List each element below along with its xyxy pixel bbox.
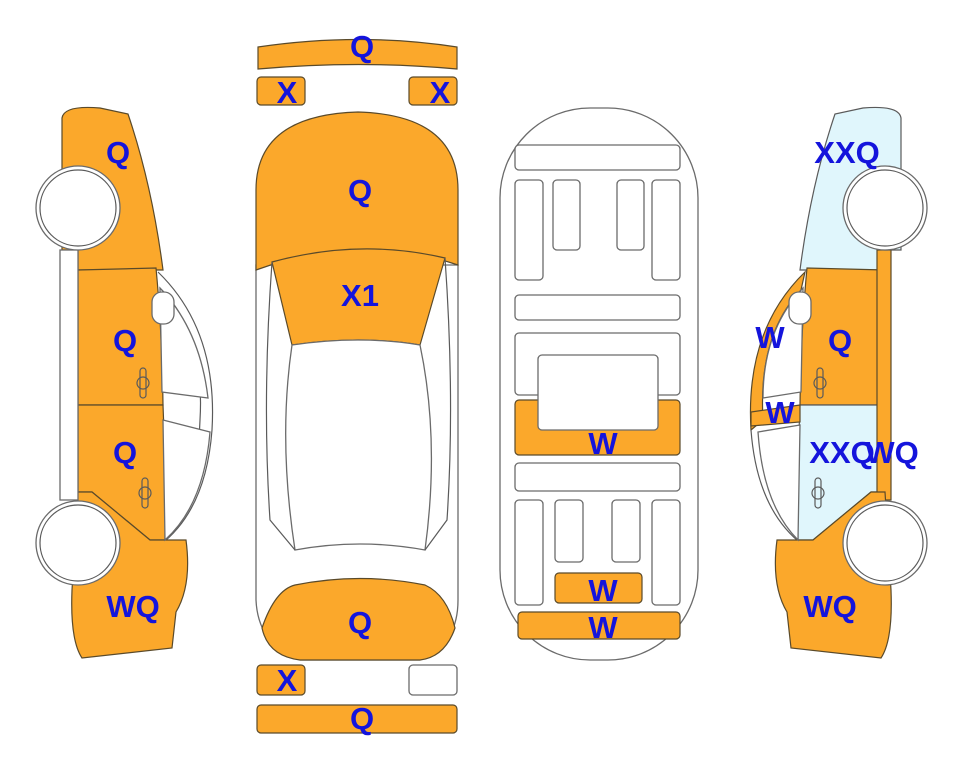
rear-wheel <box>842 500 928 586</box>
damage-label: Q <box>348 605 372 640</box>
damage-label: Q <box>106 135 130 170</box>
damage-label: Q <box>828 323 852 358</box>
damage-label: W <box>755 320 785 355</box>
damage-label: W <box>588 610 618 645</box>
top-view <box>255 38 459 734</box>
damage-label: Q <box>113 435 137 470</box>
damage-label: Q <box>350 701 374 736</box>
trunk-panel[interactable] <box>261 577 456 661</box>
headlight-left[interactable] <box>256 76 306 106</box>
headlight-right[interactable] <box>408 76 458 106</box>
underbody-rear-small-panel[interactable] <box>554 572 643 604</box>
front-wheel <box>842 165 928 251</box>
greenhouse-outline <box>157 271 214 546</box>
door-handle-icon <box>813 367 827 399</box>
rocker-panel <box>59 249 79 501</box>
front-bumper-panel[interactable] <box>257 38 458 70</box>
damage-label: X <box>277 75 298 110</box>
taillight-right <box>408 664 458 696</box>
front-wheel <box>35 165 121 251</box>
left-side-view <box>35 106 214 659</box>
damage-label: X <box>430 75 451 110</box>
damage-label: WQ <box>803 589 856 624</box>
roof-panel <box>285 339 433 551</box>
door-handle-icon <box>136 367 150 399</box>
taillight-left[interactable] <box>256 664 306 696</box>
rear-window <box>162 419 211 542</box>
underbody-rear-panel[interactable] <box>517 611 681 640</box>
damage-label: W <box>765 395 795 430</box>
damage-label: WQ <box>865 435 918 470</box>
damage-labels: Q Q Q WQ Q X X Q X1 Q X Q W W W XXQ W Q … <box>106 29 919 736</box>
door-handle-icon <box>138 477 152 509</box>
pillar-panel[interactable] <box>750 404 801 427</box>
damage-label: X1 <box>341 278 379 313</box>
damage-label: X <box>277 663 298 698</box>
rear-bumper-panel[interactable] <box>256 704 458 734</box>
mirror <box>151 291 175 325</box>
door-handle-icon <box>811 477 825 509</box>
damage-label: Q <box>113 323 137 358</box>
damage-label: WQ <box>106 589 159 624</box>
damage-label: Q <box>348 173 372 208</box>
rear-wheel <box>35 500 121 586</box>
damage-label: W <box>588 573 618 608</box>
right-side-view <box>749 106 928 659</box>
underbody-view <box>499 107 699 661</box>
damage-label: XXQ <box>814 135 879 170</box>
damage-label: Q <box>350 29 374 64</box>
damage-label: XXQ <box>809 435 874 470</box>
damage-label: W <box>588 426 618 461</box>
